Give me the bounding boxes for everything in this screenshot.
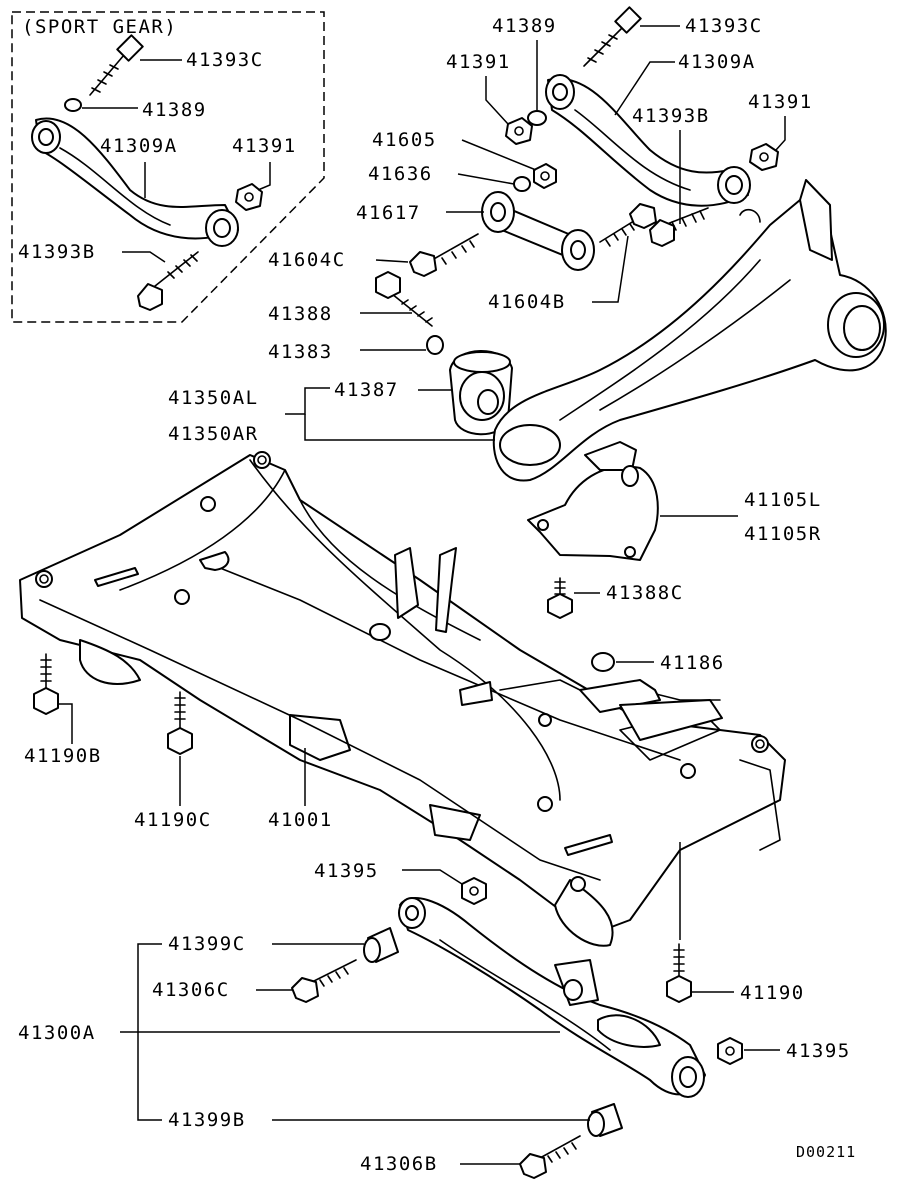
bolt-41190C [167,691,193,755]
label-41350AR: 41350AR [168,423,259,445]
label-41388C: 41388C [606,582,684,604]
upper-arm-41309A [545,74,751,207]
lower-arm-41300A [398,896,706,1098]
label-41001: 41001 [268,809,333,831]
label-41350AL: 41350AL [168,387,259,409]
washer-41383 [426,335,444,355]
inset-arm-bushing-right-hole [213,218,231,238]
bolt-41604C [409,233,479,277]
label-41617: 41617 [356,202,421,224]
sport-gear-inset: (SPORT GEAR) 41393C 41389 413 [11,11,325,323]
label-inset-41393C: 41393C [186,49,264,71]
inset-title: (SPORT GEAR) [22,16,177,38]
label-41604B: 41604B [488,291,566,313]
nut-41395-right [717,1037,743,1065]
bolt-41306B [519,1135,581,1179]
label-41399C: 41399C [168,933,246,955]
label-41105R: 41105R [744,523,822,545]
label-41387: 41387 [334,379,399,401]
label-41383: 41383 [268,341,333,363]
label-41300A: 41300A [18,1022,96,1044]
nut-41605 [533,163,557,189]
label-41604C: 41604C [268,249,346,271]
label-41393B: 41393B [632,105,710,127]
nut-41391-right [749,143,779,171]
bracket-41105 [527,441,659,561]
label-41190B: 41190B [24,745,102,767]
inset-nut-41391 [235,183,263,211]
bolt-41393B [649,207,709,247]
label-41399B: 41399B [168,1109,246,1131]
label-41391-left: 41391 [446,51,511,73]
inset-bolt-41393B [137,251,199,311]
label-inset-41393B: 41393B [18,241,96,263]
bolt-41306C [291,959,357,1003]
washer-41636 [513,176,531,192]
toe-link-41617 [481,191,595,271]
label-41391-right: 41391 [748,91,813,113]
washer-41186 [591,652,615,672]
inset-bolt-41393C [89,34,144,96]
inset-arm-ridge [59,147,171,226]
label-inset-41391: 41391 [232,135,297,157]
bolt-41393C [583,6,642,67]
inset-arm-bushing-left-hole [38,128,54,146]
crossmember-41001 [19,451,786,947]
inset-washer-41389 [64,98,82,112]
nut-41391-left [505,117,533,145]
label-41105L: 41105L [744,489,822,511]
label-41389: 41389 [492,15,557,37]
bushing-41387 [449,350,513,436]
label-inset-41309A: 41309A [100,135,178,157]
label-41309A: 41309A [678,51,756,73]
bolt-41190 [666,943,692,1003]
bolt-41388 [375,271,433,327]
label-41395-top: 41395 [314,860,379,882]
label-41306B: 41306B [360,1153,438,1175]
label-41393C: 41393C [685,15,763,37]
bushing-41399B [587,1103,623,1137]
bolt-41388C [547,577,573,619]
trailing-arm-41350A [492,179,887,482]
washer-41389 [527,110,547,126]
label-41186: 41186 [660,652,725,674]
label-41388: 41388 [268,303,333,325]
bolt-41604B [599,203,657,247]
label-41190: 41190 [740,982,805,1004]
label-41395-right: 41395 [786,1040,851,1062]
label-41605: 41605 [372,129,437,151]
label-41190C: 41190C [134,809,212,831]
drawing-code: D00211 [796,1143,856,1161]
label-41306C: 41306C [152,979,230,1001]
bushing-41399C [363,927,399,963]
bolt-41190B [33,653,59,715]
label-inset-41389: 41389 [142,99,207,121]
inset-border [11,11,325,323]
label-41636: 41636 [368,163,433,185]
nut-41395-top [461,877,487,905]
